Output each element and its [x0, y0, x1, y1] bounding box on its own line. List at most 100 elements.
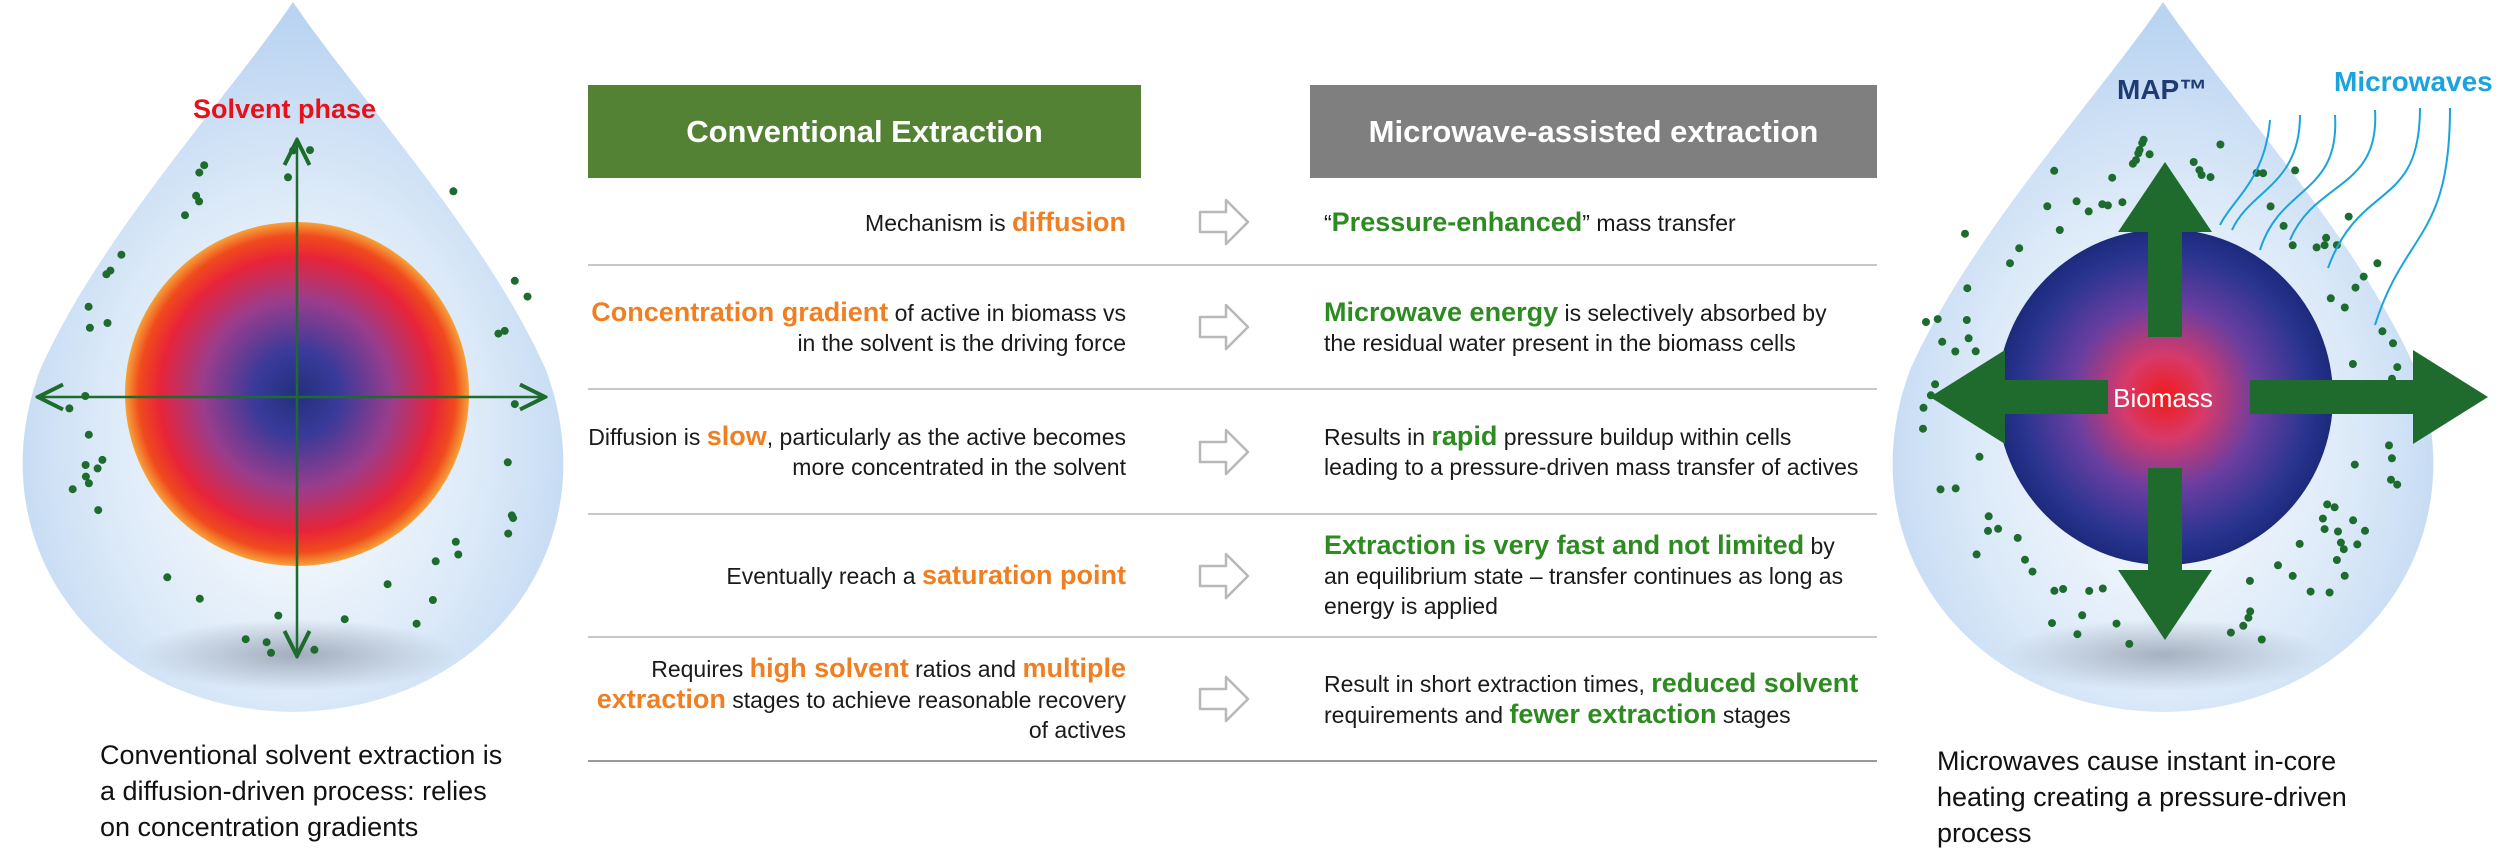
particle-dot [2387, 475, 2395, 484]
highlight-text: Microwave energy [1324, 296, 1559, 327]
particle-dot [1971, 347, 1980, 356]
particle-dot [103, 319, 112, 327]
droplet-shadow [2003, 619, 2323, 691]
particle-dot [2206, 173, 2215, 182]
particle-dot [383, 580, 392, 589]
particle-dot [1963, 284, 1972, 293]
left-caption-line: on concentration gradients [100, 812, 419, 842]
particle-dot [2361, 526, 2369, 535]
particle-dot [2387, 454, 2396, 463]
text-segment: Diffusion is [588, 424, 707, 450]
particle-dot [195, 594, 204, 603]
particle-dot [2349, 516, 2358, 525]
particle-dot [2279, 221, 2288, 230]
text-segment: Requires [651, 656, 750, 682]
conventional-extraction-header: Conventional Extraction [588, 85, 1141, 178]
particle-dot [2330, 503, 2339, 512]
solvent-particles [65, 146, 532, 657]
particle-dot [2393, 480, 2402, 489]
particle-dot [523, 292, 532, 301]
particle-dot [2216, 140, 2225, 149]
highlight-text: high solvent [749, 653, 909, 683]
particle-dot [2393, 363, 2402, 372]
particle-dot [412, 619, 421, 628]
particle-dot [451, 537, 460, 546]
comparison-row: Concentration gradient of active in biom… [588, 266, 1877, 388]
particle-dot [2266, 202, 2275, 211]
particle-dot [1919, 424, 1927, 433]
particle-dot [2344, 212, 2353, 221]
right-caption-line: process [1937, 818, 2032, 848]
particle-dot [1994, 524, 2003, 533]
conventional-cell: Concentration gradient of active in biom… [588, 297, 1126, 358]
comparison-row: Mechanism is diffusion“Pressure-enhanced… [588, 180, 1877, 264]
text-segment: by an equilibrium state – transfer conti… [1324, 533, 1844, 619]
particle-dot [2098, 584, 2107, 593]
particle-dot [93, 464, 102, 473]
particle-dot [81, 472, 90, 481]
biomass-sphere [1997, 229, 2333, 565]
left-caption: Conventional solvent extraction is a dif… [100, 737, 580, 845]
particle-dot [1938, 337, 1947, 346]
particle-dot [2078, 611, 2087, 620]
microwave-droplet-illustration [1892, 2, 2488, 712]
comparison-row: Requires high solvent ratios and multipl… [588, 638, 1877, 760]
particle-dot [2306, 587, 2315, 596]
particle-dot [2322, 233, 2331, 242]
particle-dot [2072, 197, 2081, 206]
particle-dot [2326, 294, 2335, 303]
particle-dot [504, 529, 513, 538]
particle-dot [510, 276, 519, 285]
highlight-text: Concentration gradient [591, 296, 889, 327]
microwave-wave-icon [2327, 107, 2421, 269]
particle-dot [2015, 244, 2024, 253]
particle-dot [510, 400, 519, 409]
highlight-text: Extraction is very fast and not limited [1324, 530, 1805, 560]
particle-dot [2336, 538, 2345, 547]
highlight-text: rapid [1431, 421, 1498, 451]
conventional-cell: Mechanism is diffusion [588, 207, 1126, 238]
bold-arrow-up-icon [2118, 162, 2212, 337]
particle-dot [2135, 145, 2144, 154]
arrow-right-outline-icon [1198, 552, 1250, 599]
particle-dot [2340, 303, 2349, 312]
left-caption-line: a diffusion-driven process: relies [100, 776, 487, 806]
microwave-wave-icon [2219, 119, 2271, 226]
particle-dot [2378, 327, 2387, 336]
particle-dot [2325, 588, 2334, 597]
solvent-particles [1919, 135, 2417, 648]
particle-dot [2259, 169, 2268, 178]
particle-dot [2128, 159, 2137, 168]
particle-dot [503, 458, 512, 467]
particle-dot [2320, 525, 2329, 534]
particle-dot [2189, 158, 2198, 166]
particle-dot [2389, 339, 2397, 348]
particle-dot [1962, 316, 1971, 324]
conventional-cell: Eventually reach a saturation point [588, 560, 1126, 591]
row-divider [588, 264, 1877, 266]
right-caption-line: Microwaves cause instant in-core [1937, 746, 2337, 776]
particle-dot [262, 638, 271, 647]
microwaves-label: Microwaves [2334, 66, 2493, 97]
particle-dot [2108, 173, 2117, 182]
microwave-cell: Extraction is very fast and not limited … [1324, 530, 1864, 621]
text-segment: , particularly as the active becomes mor… [766, 424, 1126, 480]
particle-dot [306, 146, 314, 155]
row-divider [588, 636, 1877, 638]
particle-dot [1964, 334, 1973, 343]
particle-dot [81, 461, 90, 469]
particle-dot [195, 168, 204, 177]
arrow-right-outline-icon [1198, 675, 1250, 723]
microwave-wave-icon [2259, 114, 2337, 251]
text-segment: is selectively absorbed by the residual … [1324, 299, 1827, 356]
particle-dot [1975, 452, 1984, 461]
text-segment: stages to achieve reasonable recovery of… [725, 687, 1126, 743]
right-caption-line: heating creating a pressure-driven [1937, 782, 2347, 812]
particle-dot [1931, 380, 1940, 389]
particle-dot [163, 573, 172, 582]
particle-dot [2085, 586, 2094, 595]
microwave-cell: Results in rapid pressure buildup within… [1324, 421, 1864, 482]
particle-dot [2385, 441, 2393, 450]
highlight-text: saturation point [922, 560, 1126, 590]
particle-dot [1919, 403, 1928, 412]
